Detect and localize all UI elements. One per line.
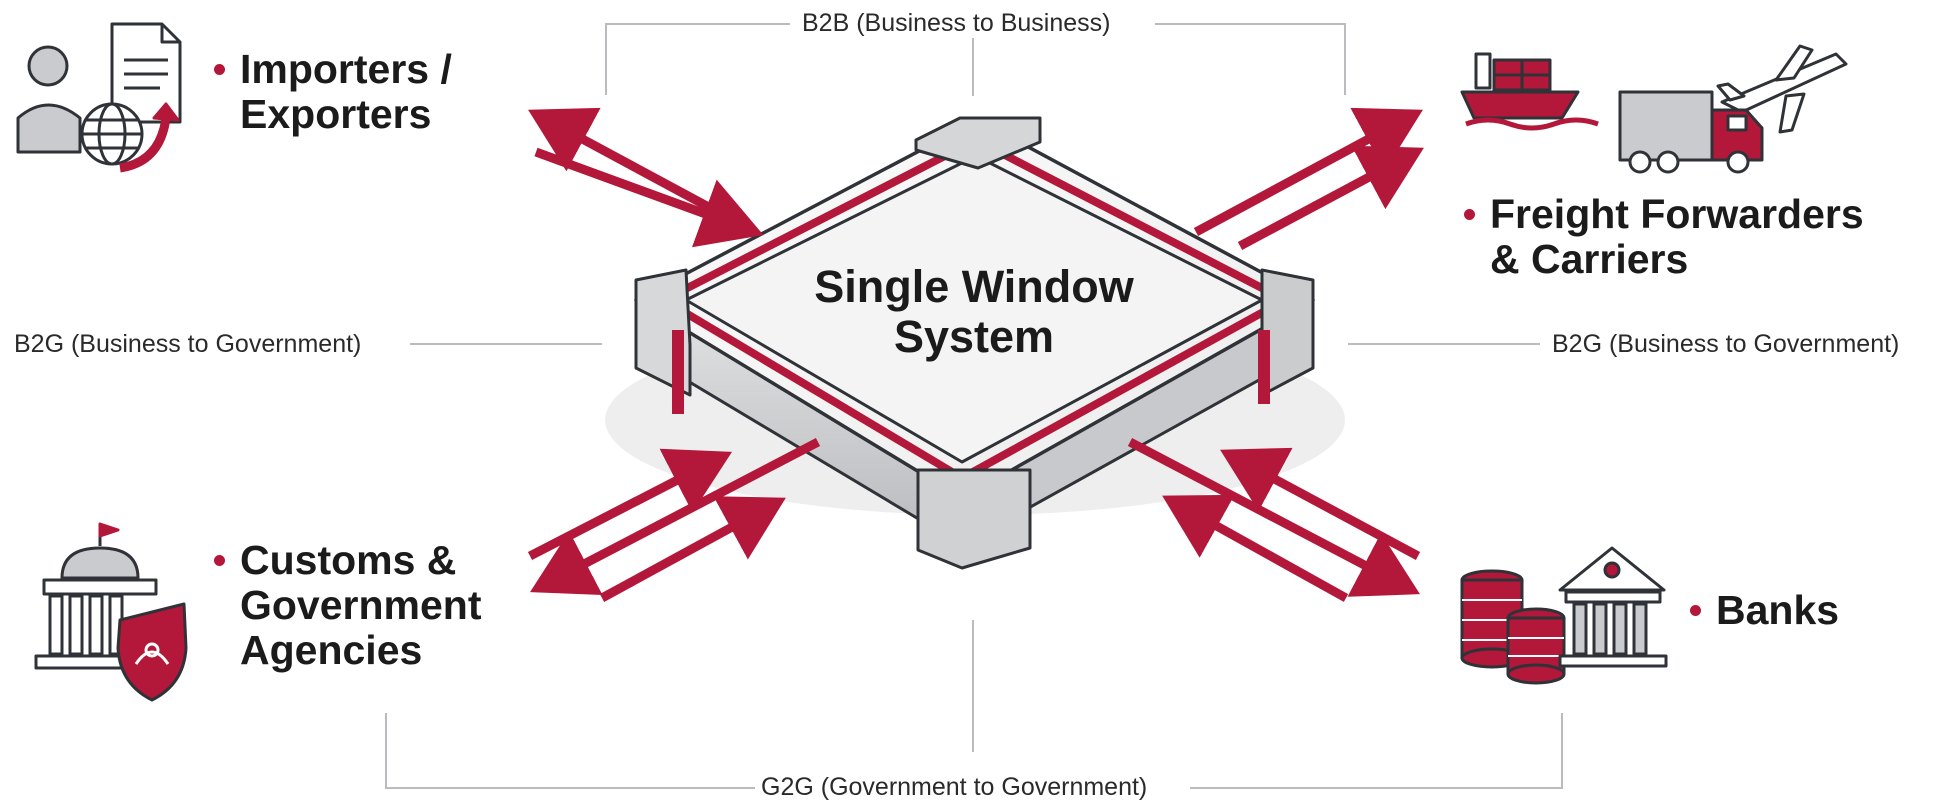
customs-bullet (214, 555, 225, 566)
arrow-banks-in-b (1162, 494, 1349, 602)
importers-line1: Importers / (240, 46, 452, 92)
b2g-left-label: B2G (Business to Government) (8, 330, 368, 358)
arrow-customs-in-a (527, 448, 732, 560)
corner-block-top (914, 116, 1042, 170)
arrow-freight-out (1193, 107, 1423, 236)
g2g-bracket (385, 713, 1563, 789)
connector-lines (385, 23, 1563, 789)
ship-truck-plane-icon (1460, 44, 1848, 174)
arrow-banks-in-a (1220, 447, 1421, 560)
importer-exporter-icon (16, 22, 182, 173)
customs-line3: Agencies (240, 627, 423, 673)
right-red-accent (1258, 330, 1270, 404)
banks-bullet (1690, 605, 1701, 616)
b2b-bracket (605, 23, 1346, 95)
customs-line2: Government (240, 582, 482, 628)
left-red-accent (672, 330, 684, 414)
arrow-customs-in-b (599, 496, 786, 602)
b2g-right-label: B2G (Business to Government) (1546, 330, 1906, 358)
g2g-label: G2G (Government to Government) (755, 773, 1154, 801)
importers-line2: Exporters (240, 91, 432, 137)
platform-inner-panel (684, 154, 1264, 464)
government-building-shield-icon (34, 522, 188, 702)
arrow-customs-out (530, 438, 821, 595)
coins-bank-icon (1460, 546, 1668, 685)
platform (634, 116, 1315, 570)
customs-line1: Customs & (240, 537, 457, 583)
single-window-title: Single Window System (774, 262, 1174, 362)
freight-line2: & Carriers (1490, 236, 1689, 282)
importers-exporters-label: Importers / Exporters (214, 46, 452, 137)
arrow-importers-out (528, 107, 758, 236)
customs-agencies-label: Customs & Government Agencies (214, 537, 482, 673)
exchange-arrows (527, 107, 1424, 602)
importers-bullet (214, 64, 225, 75)
corner-block-bottom (916, 468, 1032, 570)
arrow-importers-in (534, 147, 764, 248)
b2b-label: B2B (Business to Business) (796, 9, 1117, 37)
center-title-line2: System (893, 311, 1055, 362)
arrow-freight-in (1237, 145, 1424, 250)
arrow-banks-out (1127, 438, 1420, 597)
banks-label: Banks (1690, 587, 1840, 633)
banks-line1: Banks (1716, 587, 1840, 633)
freight-forwarders-label: Freight Forwarders & Carriers (1464, 191, 1864, 282)
center-title-line1: Single Window (814, 261, 1134, 312)
freight-bullet (1464, 209, 1475, 220)
freight-line1: Freight Forwarders (1490, 191, 1864, 237)
